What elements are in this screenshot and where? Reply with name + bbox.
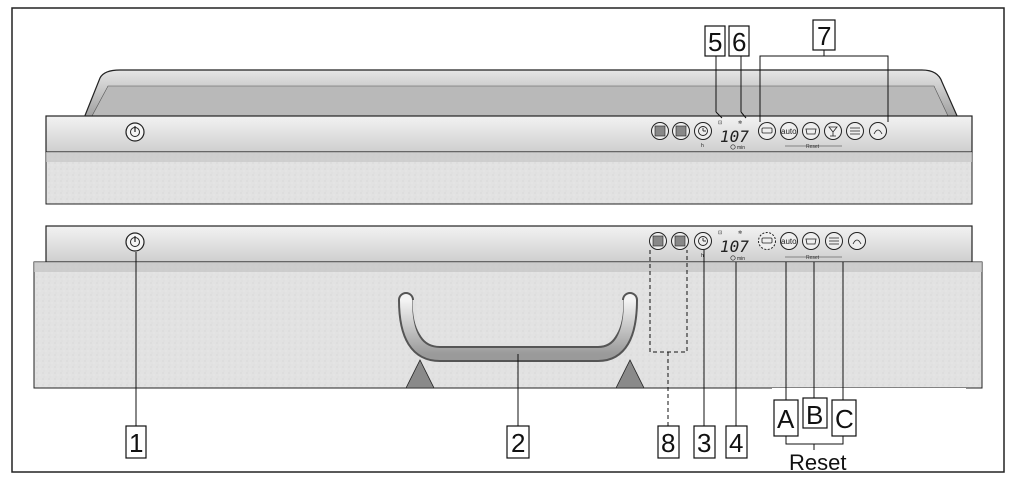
auto-label-top: auto [781, 127, 797, 136]
program-glass-button-top[interactable] [824, 122, 842, 140]
intensive-program-icon [761, 127, 773, 134]
svg-text:B: B [806, 400, 823, 430]
svg-text:1: 1 [129, 428, 143, 458]
callout-2: 2 [506, 425, 530, 459]
square-button-icon [654, 125, 666, 137]
reset-small-bottom: Reset [806, 255, 820, 261]
program-auto-button-top[interactable]: auto [780, 122, 798, 140]
intensive-program-icon [761, 237, 773, 244]
callout-A: A [773, 399, 799, 437]
salt-indicator-icon: ⊡ [718, 230, 722, 236]
program-prerinse-button-top[interactable] [869, 122, 887, 140]
program-eco-button-bottom[interactable] [802, 232, 820, 250]
callout-8: 8 [657, 425, 680, 459]
frame-border [11, 7, 1005, 473]
clock-icon [730, 255, 736, 261]
program-eco-button-top[interactable] [802, 122, 820, 140]
callout-3: 3 [693, 425, 716, 459]
leader-lines [135, 48, 889, 450]
svg-text:C: C [835, 404, 854, 434]
power-button-top[interactable] [125, 122, 145, 142]
auto-label-bottom: auto [781, 237, 797, 246]
power-button-bottom[interactable] [125, 232, 145, 252]
svg-text:8: 8 [661, 428, 675, 458]
clock-icon [698, 126, 708, 136]
reset-small-top: Reset [806, 144, 820, 150]
square-button-icon [675, 125, 687, 137]
eco-program-icon [805, 128, 817, 135]
door-handle[interactable] [398, 292, 638, 362]
svg-text:4: 4 [729, 428, 743, 458]
display-value-bottom: 107 [720, 237, 749, 256]
reset-caption: Reset [789, 450, 846, 475]
callout-5: 5 [704, 25, 726, 57]
square-button-icon [652, 235, 664, 247]
display-bottom: ⊡ ✲ 107 min [718, 230, 749, 262]
callout-7: 7 [812, 19, 836, 51]
rinse-aid-indicator-icon: ✲ [738, 230, 742, 236]
timer-unit-min-bottom: min [737, 256, 745, 262]
square-button-icon [674, 235, 686, 247]
clock-icon [730, 144, 736, 150]
door-front-bottom [33, 261, 983, 389]
callout-C: C [831, 399, 857, 437]
rinse-aid-indicator-icon: ✲ [738, 120, 742, 126]
bottom-appliance: h ⊡ ✲ 107 min auto Reset [33, 225, 983, 394]
timer-unit-h-top: h [701, 143, 704, 149]
svg-text:6: 6 [732, 27, 746, 57]
square-button-2-top[interactable] [672, 122, 690, 140]
display-value-top: 107 [720, 127, 749, 146]
svg-text:A: A [777, 404, 795, 434]
timer-unit-h-bottom: h [701, 253, 704, 259]
quick-program-icon [829, 237, 839, 245]
program-auto-button-bottom[interactable]: auto [780, 232, 798, 250]
callout-B: B [802, 397, 828, 430]
program-prerinse-button-bottom[interactable] [848, 232, 866, 250]
svg-text:5: 5 [708, 27, 722, 57]
square-button-2-bottom[interactable] [671, 232, 689, 250]
svg-text:2: 2 [511, 428, 525, 458]
svg-text:3: 3 [697, 428, 711, 458]
quick-program-icon [850, 127, 860, 135]
clock-icon [698, 236, 708, 246]
square-button-1-top[interactable] [651, 122, 669, 140]
program-quick-button-bottom[interactable] [825, 232, 843, 250]
callout-4: 4 [725, 425, 748, 459]
program-intensive-button-bottom[interactable] [758, 232, 776, 250]
callout-1: 1 [125, 425, 147, 459]
prerinse-program-icon [852, 239, 862, 245]
timer-unit-min-top: min [737, 145, 745, 151]
top-appliance: h ⊡ ✲ 107 min auto [45, 69, 973, 205]
program-quick-button-top[interactable] [846, 122, 864, 140]
salt-indicator-icon: ⊡ [718, 120, 722, 126]
eco-program-icon [805, 238, 817, 245]
timer-button-top[interactable] [694, 122, 712, 140]
display-top: ⊡ ✲ 107 min [718, 120, 749, 151]
svg-text:7: 7 [817, 21, 831, 51]
timer-button-bottom[interactable] [694, 232, 712, 250]
square-button-1-bottom[interactable] [649, 232, 667, 250]
program-intensive-button-top[interactable] [758, 122, 776, 140]
callout-6: 6 [728, 25, 750, 57]
glass-program-icon [828, 126, 838, 137]
prerinse-program-icon [873, 129, 883, 135]
